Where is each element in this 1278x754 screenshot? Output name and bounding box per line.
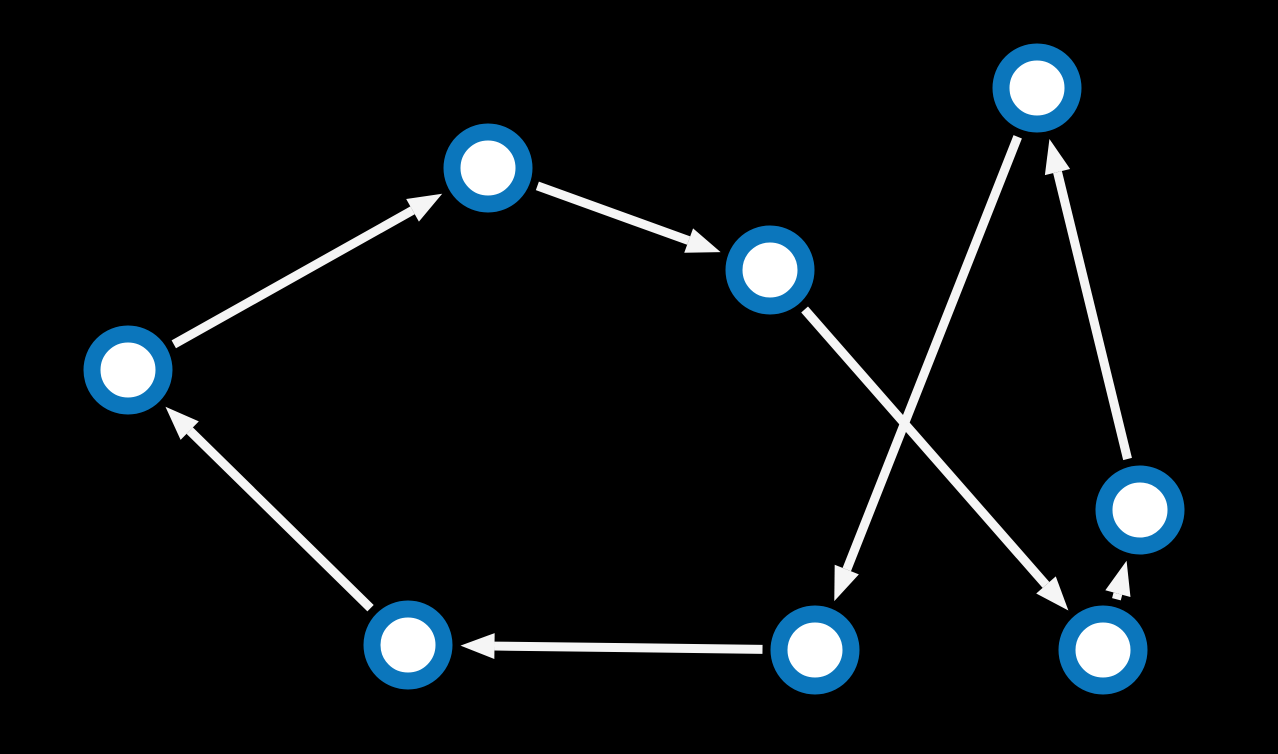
edge-left-to-top-left[interactable] [171,193,443,349]
edge-bottom-left-to-left-line [186,427,374,612]
node-bottom-right[interactable] [1058,605,1148,695]
edge-bottom-right-to-right-mid-line [1112,592,1123,601]
edge-bottom-left-to-left-arrowhead-icon [165,406,199,440]
edge-mid-upper-to-bottom-right[interactable] [801,306,1069,611]
edge-bottom-right-to-right-mid-arrowhead-icon [1105,560,1131,597]
edge-mid-upper-to-bottom-right-arrowhead-icon [1036,576,1069,611]
node-top-right-circle [992,43,1082,133]
edge-bottom-right-to-right-mid[interactable] [1105,560,1131,601]
node-bottom-mid-circle [770,605,860,695]
edge-bottom-mid-to-bottom-left-arrowhead-icon [460,633,495,660]
edge-top-right-to-bottom-mid[interactable] [834,135,1022,602]
node-mid-upper-circle [725,225,815,315]
edge-right-mid-to-top-right-line [1053,170,1132,461]
node-mid-upper[interactable] [725,225,815,315]
edge-bottom-mid-to-bottom-left[interactable] [460,633,763,660]
edge-top-left-to-mid-upper-arrowhead-icon [684,228,721,253]
node-right-mid[interactable] [1095,465,1185,555]
node-bottom-left-circle [363,600,453,690]
node-top-left-circle [443,123,533,213]
edge-right-mid-to-top-right-arrowhead-icon [1044,139,1071,176]
node-bottom-mid[interactable] [770,605,860,695]
edge-top-left-to-mid-upper[interactable] [535,181,721,253]
edge-bottom-mid-to-bottom-left-line [494,641,763,654]
node-left[interactable] [83,325,173,415]
edge-right-mid-to-top-right[interactable] [1044,139,1132,461]
node-layer [83,43,1185,695]
edge-left-to-top-left-line [171,206,415,349]
node-bottom-left[interactable] [363,600,453,690]
edge-left-to-top-left-arrowhead-icon [406,193,443,222]
node-top-right[interactable] [992,43,1082,133]
edge-bottom-left-to-left[interactable] [165,406,374,612]
edge-top-left-to-mid-upper-line [535,181,691,245]
edge-mid-upper-to-bottom-right-line [801,306,1050,588]
edge-top-right-to-bottom-mid-line [842,135,1022,572]
node-right-mid-circle [1095,465,1185,555]
node-left-circle [83,325,173,415]
edge-layer [165,135,1132,660]
node-bottom-right-circle [1058,605,1148,695]
edge-top-right-to-bottom-mid-arrowhead-icon [834,564,859,602]
node-top-left[interactable] [443,123,533,213]
